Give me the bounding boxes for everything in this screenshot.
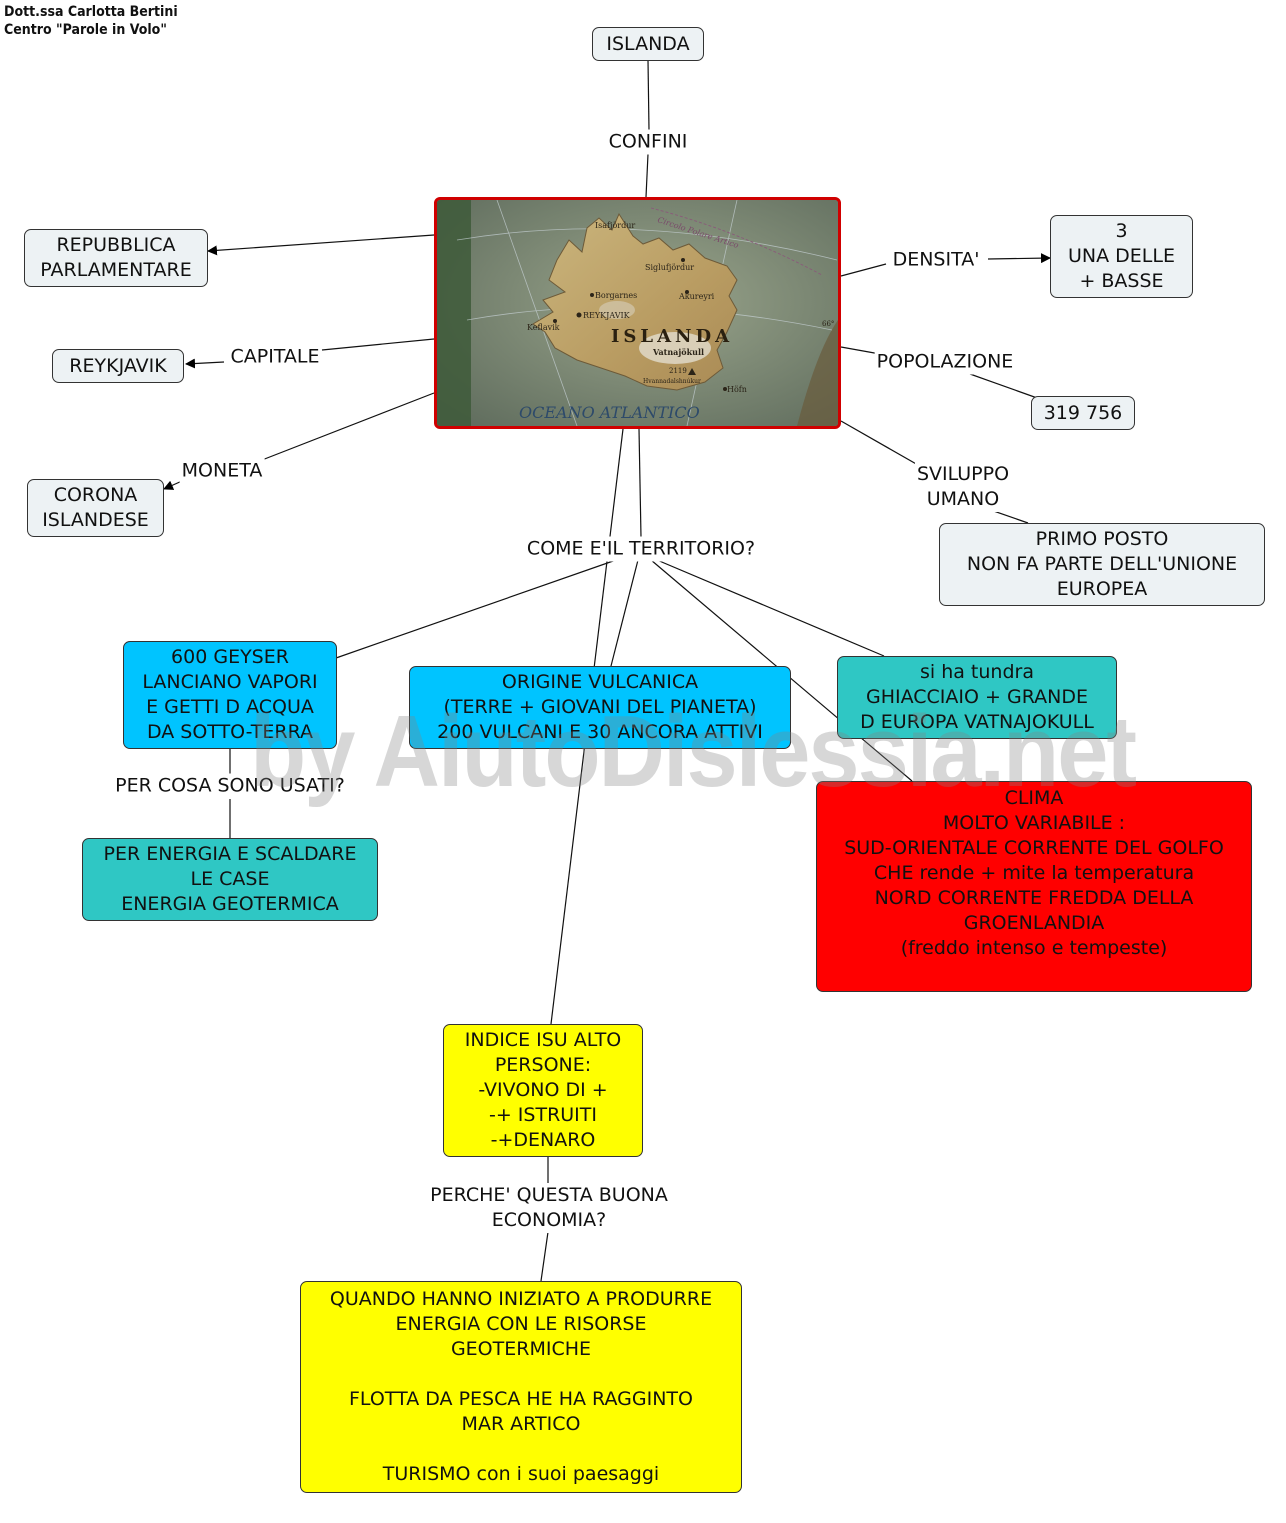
label-capitale: CAPITALE xyxy=(228,344,322,370)
node-primo-posto[interactable]: PRIMO POSTO NON FA PARTE DELL'UNIONE EUR… xyxy=(939,523,1265,606)
label-territorio: COME E'IL TERRITORIO? xyxy=(524,536,758,562)
edge-capitale-reykjavik xyxy=(185,358,225,369)
node-densita-value[interactable]: 3 UNA DELLE + BASSE xyxy=(1050,215,1193,298)
label-per-cosa-usati: PER COSA SONO USATI? xyxy=(113,773,347,799)
node-reykjavik[interactable]: REYKJAVIK xyxy=(52,349,184,383)
map-label-reykjavik: REYKJAVIK xyxy=(583,311,631,320)
iceland-map-image: Isafjördur Siglufjördur Akureyri Borgarn… xyxy=(434,197,841,429)
edge-map-capitale xyxy=(321,338,435,351)
label-popolazione: POPOLAZIONE xyxy=(874,349,1016,375)
map-label-altitude: 2119 xyxy=(669,367,687,375)
edge-popolazione-node xyxy=(969,373,1041,400)
edge-map-moneta xyxy=(261,392,435,461)
map-label-hofn: Höfn xyxy=(727,385,747,394)
author-credit: Dott.ssa Carlotta Bertini Centro "Parole… xyxy=(4,4,178,38)
map-label-akureyri: Akureyri xyxy=(678,292,715,301)
label-moneta: MONETA xyxy=(179,458,265,484)
node-tundra[interactable]: si ha tundra GHIACCIAIO + GRANDE D EUROP… xyxy=(837,656,1117,739)
map-label-latitude: 66° xyxy=(822,320,834,328)
edge-territorio-geyser xyxy=(335,559,617,659)
node-economia-motivi[interactable]: QUANDO HANNO INIZIATO A PRODURRE ENERGIA… xyxy=(300,1281,742,1493)
edge-confini-map xyxy=(645,153,649,198)
node-geyser[interactable]: 600 GEYSER LANCIANO VAPORI E GETTI D ACQ… xyxy=(123,641,337,749)
node-popolazione-value[interactable]: 319 756 xyxy=(1031,396,1135,430)
node-origine-vulcanica[interactable]: ORIGINE VULCANICA (TERRE + GIOVANI DEL P… xyxy=(409,666,791,749)
map-label-borgarnes: Borgarnes xyxy=(595,291,637,300)
label-densita: DENSITA' xyxy=(890,247,982,273)
map-label-siglufjordur: Siglufjördur xyxy=(645,263,694,272)
edge-map-densita xyxy=(840,263,887,277)
node-energia-geotermica[interactable]: PER ENERGIA E SCALDARE LE CASE ENERGIA G… xyxy=(82,838,378,921)
edge-map-sviluppo xyxy=(840,420,919,466)
edge-moneta-corona xyxy=(163,480,183,490)
map-label-ocean: OCEANO ATLANTICO xyxy=(519,403,700,422)
map-label-hvannadalshnukur: Hvannadalshnúkur xyxy=(643,378,701,385)
edge-territorio-origine xyxy=(610,559,639,667)
label-perche-economia: PERCHE' QUESTA BUONA ECONOMIA? xyxy=(428,1183,670,1233)
map-title: ISLANDA xyxy=(611,326,733,347)
map-label-vatnajokull: Vatnajökull xyxy=(652,347,704,357)
label-sviluppo-umano: SVILUPPO UMANO xyxy=(914,462,1012,512)
edge-map-popolazione xyxy=(840,346,881,355)
node-islanda[interactable]: ISLANDA xyxy=(592,27,704,61)
edge-densita-node xyxy=(987,253,1051,264)
edge-map-repubblica xyxy=(207,234,435,256)
map-label-keflavik: Keflavik xyxy=(527,323,560,332)
map-label-isafjordur: Isafjördur xyxy=(595,221,635,230)
node-repubblica-parlamentare[interactable]: REPUBBLICA PARLAMENTARE xyxy=(24,229,208,287)
edge-islanda-confini xyxy=(647,59,650,131)
edge-map-territorio xyxy=(638,428,642,538)
label-confini: CONFINI xyxy=(606,129,690,155)
edge-territorio-tundra xyxy=(656,559,885,657)
edge-perche-quando xyxy=(540,1231,549,1282)
node-clima[interactable]: CLIMA MOLTO VARIABILE : SUD-ORIENTALE CO… xyxy=(816,781,1252,992)
node-corona-islandese[interactable]: CORONA ISLANDESE xyxy=(27,479,164,537)
node-indice-isu[interactable]: INDICE ISU ALTO PERSONE: -VIVONO DI + -+… xyxy=(443,1024,643,1157)
